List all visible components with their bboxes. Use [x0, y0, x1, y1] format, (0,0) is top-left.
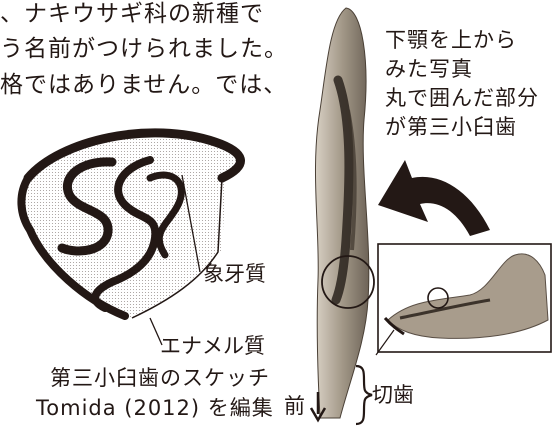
body-text-line-1: 、ナキウサギ科の新種で — [0, 1, 264, 27]
top-view-caption-4: が第三小臼歯 — [385, 115, 517, 139]
incisor-label: 切歯 — [372, 383, 414, 407]
premolar-circle-top — [321, 255, 375, 309]
dentine-leader-line — [181, 174, 201, 273]
dentine-label: 象牙質 — [203, 262, 266, 286]
sketch-caption-credit: Tomida (2012) を編集 — [36, 396, 274, 420]
sketch-caption-title: 第三小臼歯のスケッチ — [50, 366, 270, 390]
body-text-line-3: 格ではありません。では、 — [0, 72, 288, 98]
body-text-line-2: う名前がつけられました。 — [0, 36, 288, 62]
top-view-caption-3: 丸で囲んだ部分 — [385, 86, 539, 110]
top-view-caption-1: 下顎を上から — [385, 28, 517, 52]
enamel-label: エナメル質 — [160, 334, 265, 358]
front-label: 前 — [284, 394, 305, 418]
premolar-circle-side — [427, 287, 449, 309]
top-view-caption-2: みた写真 — [385, 57, 473, 81]
enamel-leader-line — [149, 317, 163, 346]
